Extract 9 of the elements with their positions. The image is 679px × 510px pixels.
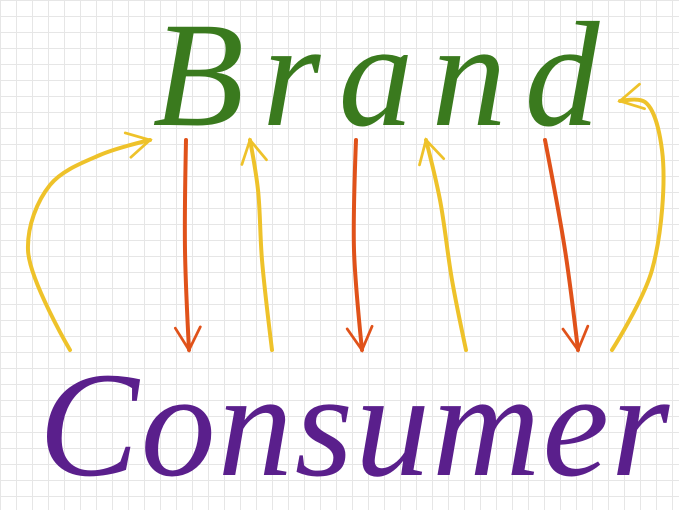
arrow (26, 132, 152, 352)
handwritten-word: Brand (152, 0, 618, 150)
arrow (174, 138, 202, 352)
arrow (418, 138, 468, 352)
arrow (346, 138, 374, 352)
handwritten-word: Consumer (38, 350, 672, 500)
arrow (610, 83, 666, 352)
arrow (543, 138, 590, 352)
arrow (240, 138, 274, 352)
